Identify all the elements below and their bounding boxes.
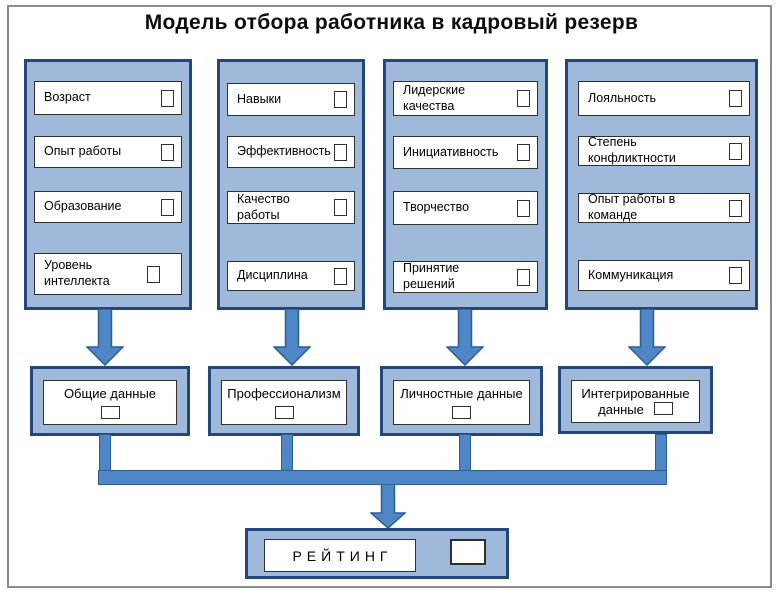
- down-arrow: [273, 309, 311, 366]
- criterion-box: Творчество: [393, 191, 538, 225]
- criterion-box: Эффективность: [227, 136, 355, 168]
- criterion-box: Лидерские качества: [393, 81, 538, 116]
- criterion-label: Дисциплина: [237, 268, 308, 283]
- criterion-label: Эффективность: [237, 144, 331, 159]
- criterion-box: Опыт работы в команде: [578, 192, 750, 223]
- criterion-label: Возраст: [44, 90, 91, 105]
- criterion-box: Дисциплина: [227, 261, 355, 291]
- rating-value-box[interactable]: [450, 539, 486, 565]
- result-box-professional: Профессионализм: [208, 366, 360, 436]
- criterion-box: Лояльность: [578, 81, 750, 116]
- criterion-box: Возраст: [34, 81, 182, 115]
- criterion-label: Творчество: [403, 200, 470, 215]
- criterion-label: Навыки: [237, 91, 282, 106]
- result-inner-box: Общие данные: [43, 380, 177, 425]
- checkbox[interactable]: [517, 199, 530, 217]
- result-box-personal: Личностные данные: [380, 366, 543, 436]
- result-inner-box: Интегрированные данные: [571, 380, 700, 423]
- connector-stub: [655, 434, 667, 471]
- connector-stub: [281, 434, 293, 471]
- criterion-label: Опыт работы в команде: [588, 192, 676, 222]
- result-inner-box: Личностные данные: [393, 380, 530, 425]
- criteria-panel-professional: Навыки Эффективность Качество работы Дис…: [217, 59, 365, 310]
- criterion-box: Качество работы: [227, 191, 355, 224]
- checkbox[interactable]: [334, 143, 347, 161]
- criteria-panel-integrated: Лояльность Степень конфликтности Опыт ра…: [565, 59, 758, 310]
- criterion-label: Уровень интеллекта: [44, 258, 110, 288]
- result-box-general: Общие данные: [30, 366, 190, 436]
- criteria-panel-personal: Лидерские качества Инициативность Творче…: [383, 59, 548, 310]
- criterion-box: Навыки: [227, 83, 355, 116]
- criterion-label: Коммуникация: [588, 267, 674, 282]
- checkbox[interactable]: [653, 402, 673, 416]
- checkbox[interactable]: [161, 198, 174, 216]
- criterion-box: Инициативность: [393, 136, 538, 169]
- checkbox[interactable]: [334, 91, 347, 108]
- criterion-box: Опыт работы: [34, 136, 182, 168]
- criterion-label: Опыт работы: [44, 144, 122, 159]
- down-arrow: [370, 484, 406, 529]
- rating-panel: РЕЙТИНГ: [245, 528, 509, 579]
- down-arrow: [446, 309, 484, 366]
- down-arrow: [628, 309, 666, 366]
- criterion-label: Образование: [44, 199, 122, 214]
- criterion-label: Лидерские качества: [403, 82, 466, 113]
- checkbox[interactable]: [517, 144, 530, 161]
- result-box-integrated: Интегрированные данные: [558, 366, 713, 434]
- criterion-box: Образование: [34, 191, 182, 223]
- criterion-label: Лояльность: [588, 90, 657, 105]
- criterion-label: Степень конфликтности: [588, 135, 676, 165]
- down-arrow: [86, 309, 124, 366]
- result-label: Личностные данные: [400, 386, 523, 402]
- criteria-panel-general: Возраст Опыт работы Образование Уровень …: [24, 59, 192, 310]
- criterion-box: Степень конфликтности: [578, 135, 750, 166]
- criterion-label: Качество работы: [237, 191, 290, 222]
- criterion-label: Инициативность: [403, 144, 499, 159]
- checkbox[interactable]: [452, 405, 471, 419]
- connector-stub: [99, 434, 111, 471]
- criterion-box: Коммуникация: [578, 260, 750, 291]
- checkbox[interactable]: [334, 199, 347, 216]
- checkbox[interactable]: [274, 405, 294, 419]
- checkbox[interactable]: [334, 267, 347, 285]
- checkbox[interactable]: [161, 143, 174, 161]
- criterion-label: Принятие решений: [403, 261, 460, 291]
- rating-label: РЕЙТИНГ: [292, 547, 393, 564]
- checkbox[interactable]: [729, 142, 742, 160]
- result-label: Профессионализм: [227, 386, 341, 402]
- connector-stub: [459, 434, 471, 471]
- result-label: Интегрированные данные: [581, 386, 690, 418]
- checkbox[interactable]: [729, 199, 742, 217]
- result-inner-box: Профессионализм: [221, 380, 347, 425]
- checkbox[interactable]: [729, 267, 742, 284]
- criterion-box: Уровень интеллекта: [34, 253, 182, 295]
- checkbox[interactable]: [517, 268, 530, 286]
- criterion-box: Принятие решений: [393, 261, 538, 293]
- checkbox[interactable]: [729, 90, 742, 107]
- diagram-title: Модель отбора работника в кадровый резер…: [144, 11, 639, 34]
- checkbox[interactable]: [147, 265, 160, 283]
- result-label: Общие данные: [63, 386, 157, 402]
- checkbox[interactable]: [100, 405, 120, 419]
- rating-box: РЕЙТИНГ: [264, 539, 416, 572]
- connector-bar: [98, 470, 667, 485]
- checkbox[interactable]: [161, 89, 174, 107]
- checkbox[interactable]: [517, 90, 530, 107]
